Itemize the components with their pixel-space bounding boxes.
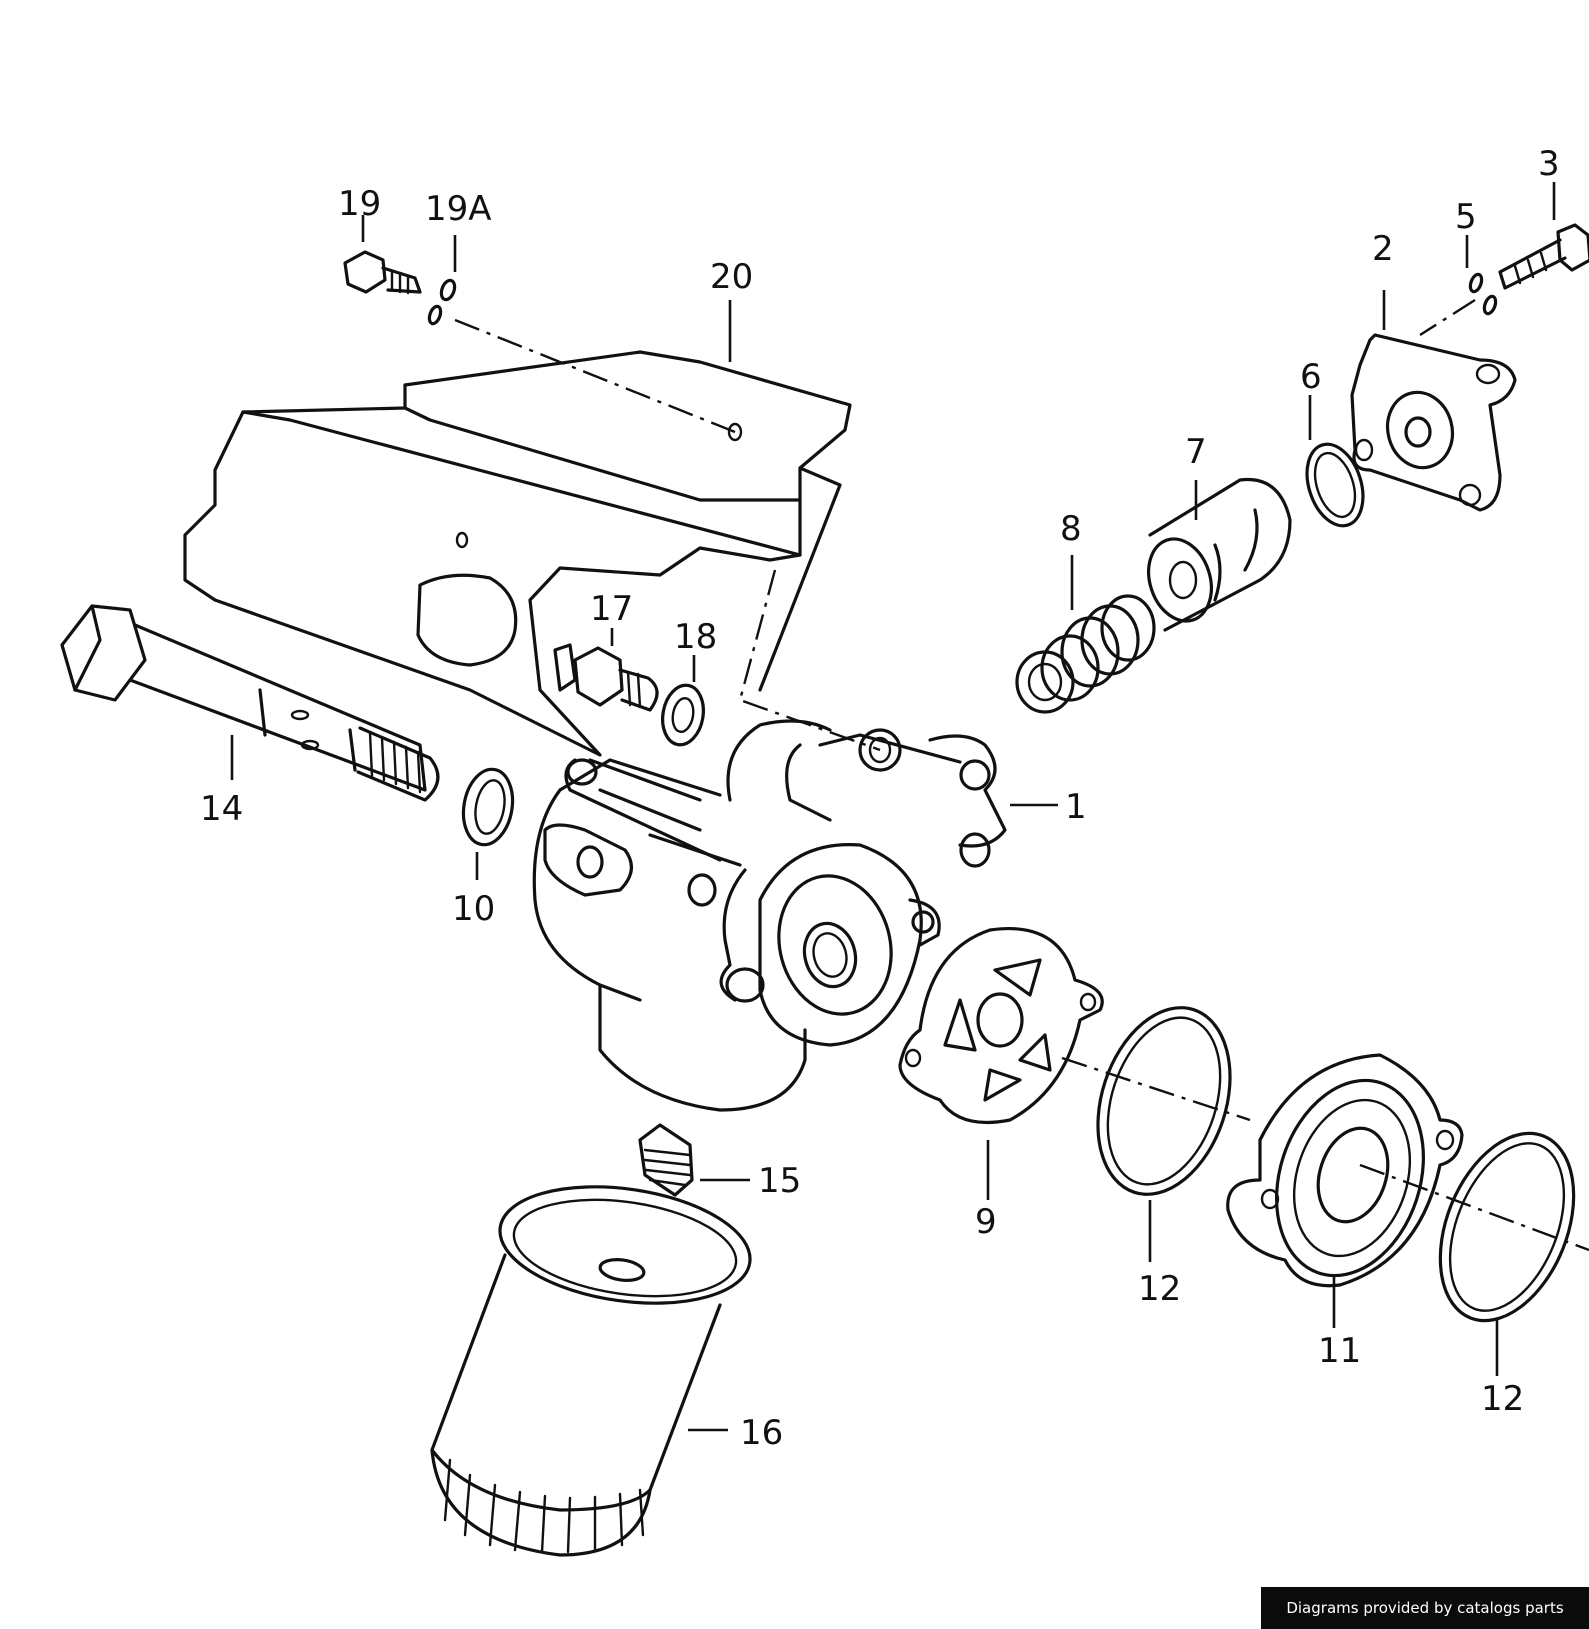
assembly-line-9 — [1061, 1056, 1251, 1122]
callout-12b: 12 — [1481, 1379, 1524, 1419]
seal-ring-part-10 — [461, 767, 515, 847]
cover-part-2 — [1350, 333, 1517, 512]
sealing-washer-part-18 — [661, 683, 705, 747]
callout-14: 14 — [200, 789, 243, 829]
oil-filter-part-16 — [430, 1185, 752, 1557]
callout-2: 2 — [1372, 229, 1394, 269]
callout-3: 3 — [1538, 144, 1560, 184]
callout-15: 15 — [758, 1161, 801, 1201]
callout-19a: 19A — [425, 189, 492, 229]
callout-20: 20 — [710, 257, 753, 297]
o-ring-part-12-second — [1438, 1131, 1576, 1323]
heat-shield-part-20 — [183, 350, 852, 757]
washer-part-5 — [1468, 272, 1498, 316]
callout-6: 6 — [1300, 357, 1322, 397]
o-ring-part-12 — [1096, 1006, 1232, 1196]
callout-8: 8 — [1060, 509, 1082, 549]
oil-pressure-switch-part-17 — [553, 643, 659, 712]
gasket-part-9 — [898, 927, 1104, 1125]
callout-12a: 12 — [1138, 1269, 1181, 1309]
threaded-stud-part-15 — [638, 1123, 694, 1197]
spring-part-8 — [1015, 594, 1156, 714]
bolt-part-3 — [1498, 223, 1589, 290]
callout-17: 17 — [590, 589, 633, 629]
hollow-bolt-part-14 — [60, 604, 440, 802]
washer-part-19A — [427, 278, 457, 326]
callout-19: 19 — [338, 184, 381, 224]
assembly-line-19 — [454, 318, 736, 434]
callout-7: 7 — [1185, 432, 1207, 472]
valve-piston-part-7 — [1147, 477, 1292, 632]
assembly-line-3 — [1419, 298, 1476, 337]
callout-11: 11 — [1318, 1331, 1361, 1371]
callout-1: 1 — [1065, 787, 1087, 827]
callout-16: 16 — [740, 1413, 783, 1453]
callout-9: 9 — [975, 1202, 997, 1242]
callout-10: 10 — [452, 889, 495, 929]
assembly-line-11 — [1359, 1163, 1589, 1252]
callout-18: 18 — [674, 617, 717, 657]
bolt-part-19 — [343, 250, 422, 295]
o-ring-part-6 — [1305, 442, 1365, 528]
assembly-line-20 — [738, 569, 881, 752]
watermark-banner: Diagrams provided by catalogs parts — [1261, 1587, 1589, 1629]
oil-filter-housing-part-1 — [532, 719, 1007, 1112]
end-cover-part-11 — [1226, 1053, 1464, 1288]
callout-5: 5 — [1455, 197, 1477, 237]
